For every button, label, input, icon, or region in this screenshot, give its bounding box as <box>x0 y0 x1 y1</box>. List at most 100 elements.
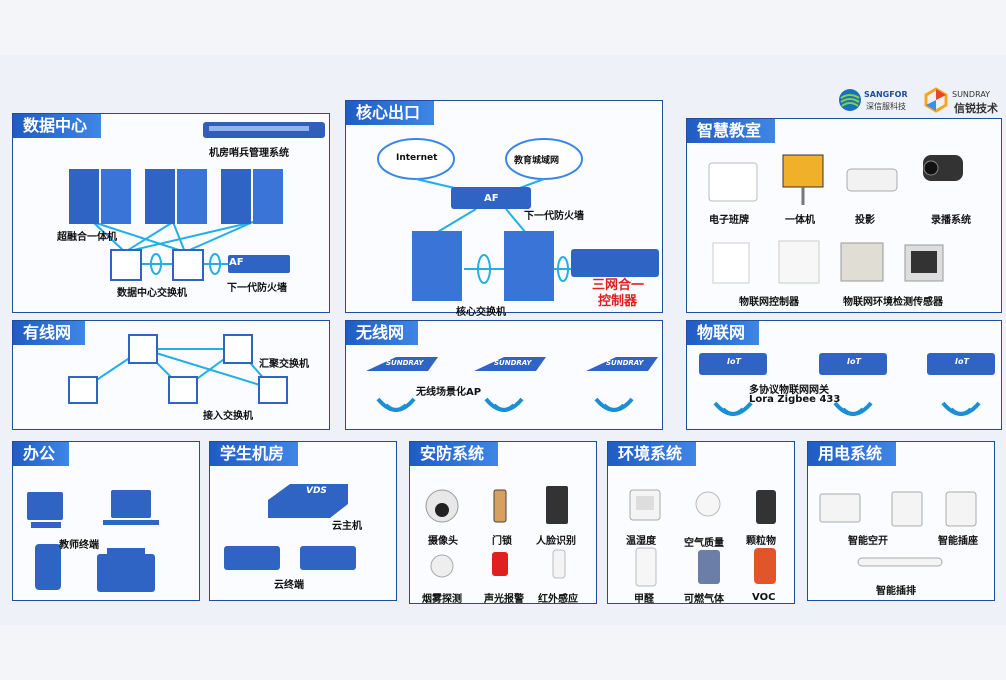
panel-wired: 有线网 汇聚交换机 接入交换机 <box>12 320 330 430</box>
panel-title: 安防系统 <box>410 442 499 466</box>
power-graphic <box>819 491 977 567</box>
panel-title: 用电系统 <box>808 442 897 466</box>
sundray-logo: SUNDRAY 信锐技术 <box>924 87 1004 115</box>
vds-terminal-label: 云终端 <box>274 580 304 591</box>
iot-wifi-icons <box>713 401 981 416</box>
wired-graphic <box>68 334 288 404</box>
core-switch-label: 核心交换机 <box>456 307 506 318</box>
panel-core: 核心出口 Internet 教育城域网 AF 下一代防火墙 核心交换机 三网合一… <box>345 100 663 318</box>
agg-switch-label: 汇聚交换机 <box>259 359 309 370</box>
core-af-label: AF <box>484 193 499 204</box>
clouds <box>377 138 583 180</box>
panel-title: 智慧教室 <box>687 119 776 143</box>
power-item: 智能插排 <box>876 586 916 597</box>
office-graphic <box>27 490 159 592</box>
panel-title: 有线网 <box>13 321 86 345</box>
environment-item: 可燃气体 <box>684 594 724 605</box>
sentinel-label: 机房哨兵管理系统 <box>209 148 289 159</box>
environment-item: 甲醛 <box>634 594 654 605</box>
sundray-cn: 信锐技术 <box>954 102 998 115</box>
power-item: 智能空开 <box>848 536 888 547</box>
dc-links <box>92 221 254 265</box>
protocols-label: Lora Zigbee 433 <box>749 394 841 405</box>
core-switches <box>412 231 569 301</box>
panel-title: 办公 <box>13 442 70 466</box>
wireless-graphic <box>366 357 658 412</box>
security-item: 红外感应 <box>538 594 578 605</box>
panel-title: 数据中心 <box>13 114 102 138</box>
classroom-item: 物联网控制器 <box>739 297 799 308</box>
sangfor-logo-icon <box>839 89 861 111</box>
teacher-terminal-label: 教师终端 <box>59 540 99 551</box>
ap-label: 无线场景化AP <box>416 387 482 398</box>
panel-environment: 环境系统 温湿度 空气质量 颗粒物 甲醛 可燃气体 VOC <box>607 441 795 605</box>
classroom-graphic <box>708 154 963 284</box>
lab-graphic <box>224 484 356 570</box>
panel-office: 办公 教师终端 <box>12 441 200 601</box>
panel-wireless: 无线网 SUNDRAY SUNDRAY SUNDRAY 无线场景化AP <box>345 320 663 430</box>
panel-lab: 学生机房 VDS 云主机 云终端 <box>209 441 397 601</box>
core-af <box>451 187 531 209</box>
iot-tag: IoT <box>955 357 969 366</box>
dc-firewall <box>228 255 290 273</box>
iot-gateways <box>699 353 995 375</box>
dc-switches <box>110 249 221 281</box>
iot-tag: IoT <box>727 357 741 366</box>
gateway-label: 多协议物联网网关 <box>749 385 829 396</box>
ap-brand: SUNDRAY <box>386 359 424 367</box>
environment-item: 空气质量 <box>684 538 724 549</box>
security-graphic <box>425 486 568 579</box>
environment-graphic <box>629 489 776 587</box>
panel-iot: 物联网 IoT IoT IoT 多协议物联网网关 Lora Zigbee 433 <box>686 320 1002 430</box>
sangfor-cn: 深信服科技 <box>866 102 906 111</box>
panel-title: 无线网 <box>346 321 419 345</box>
access-switch-label: 接入交换机 <box>203 411 253 422</box>
edu-network-label: 教育城域网 <box>514 156 560 166</box>
sentinel-device <box>203 122 325 138</box>
af-label: AF <box>229 257 244 268</box>
sundray-name: SUNDRAY <box>952 90 991 99</box>
classroom-item: 物联网环境检测传感器 <box>843 297 943 308</box>
panel-title: 物联网 <box>687 321 760 345</box>
security-item: 烟雾探测 <box>422 594 462 605</box>
wifi-icons <box>376 397 634 412</box>
iot-tag: IoT <box>847 357 861 366</box>
panel-security: 安防系统 摄像头 门锁 人脸识别 烟雾探测 声光报警 红外感应 <box>409 441 597 605</box>
core-graphic <box>377 138 659 301</box>
power-item: 智能插座 <box>938 536 978 547</box>
panel-title: 核心出口 <box>346 101 435 125</box>
panel-power: 用电系统 智能空开 智能插座 智能插排 <box>807 441 995 601</box>
classroom-item: 投影 <box>855 215 875 226</box>
controller-line1: 三网合一 <box>592 278 645 293</box>
unified-controller <box>571 249 659 277</box>
datacenter-graphic <box>69 122 325 281</box>
security-item: 人脸识别 <box>536 536 576 547</box>
classroom-item: 电子班牌 <box>709 215 749 226</box>
ap-devices <box>366 357 658 371</box>
core-ngfw-label: 下一代防火墙 <box>524 211 584 222</box>
controller-line2: 控制器 <box>598 294 638 309</box>
panel-classroom: 智慧教室 电子班牌 一体机 投影 录播系统 物联网控制器 物联网环境检测传感器 <box>686 118 1002 313</box>
security-item: 门锁 <box>492 536 512 547</box>
sangfor-logo: SANGFOR 深信服科技 <box>838 88 918 114</box>
dc-switch-label: 数据中心交换机 <box>117 288 187 299</box>
sundray-logo-icon <box>924 87 948 113</box>
environment-item: 温湿度 <box>626 536 656 547</box>
panel-datacenter: 数据中心 AF 机房哨兵管理系统 超融合一体机 数据中心交换机 下一代防火墙 <box>12 113 330 313</box>
environment-item: 颗粒物 <box>746 536 776 547</box>
hci-label: 超融合一体机 <box>57 232 117 243</box>
classroom-item: 一体机 <box>785 215 815 226</box>
environment-item: VOC <box>752 592 776 603</box>
vds-tag: VDS <box>306 486 327 496</box>
panel-title: 环境系统 <box>608 442 697 466</box>
iot-graphic <box>699 353 995 416</box>
ap-brand: SUNDRAY <box>494 359 532 367</box>
security-item: 摄像头 <box>428 536 458 547</box>
internet-label: Internet <box>396 153 438 163</box>
sangfor-name: SANGFOR <box>864 90 908 99</box>
ap-brand: SUNDRAY <box>606 359 644 367</box>
security-item: 声光报警 <box>484 594 524 605</box>
ngfw-label: 下一代防火墙 <box>227 283 287 294</box>
hci-servers <box>69 169 283 224</box>
panel-title: 学生机房 <box>210 442 299 466</box>
